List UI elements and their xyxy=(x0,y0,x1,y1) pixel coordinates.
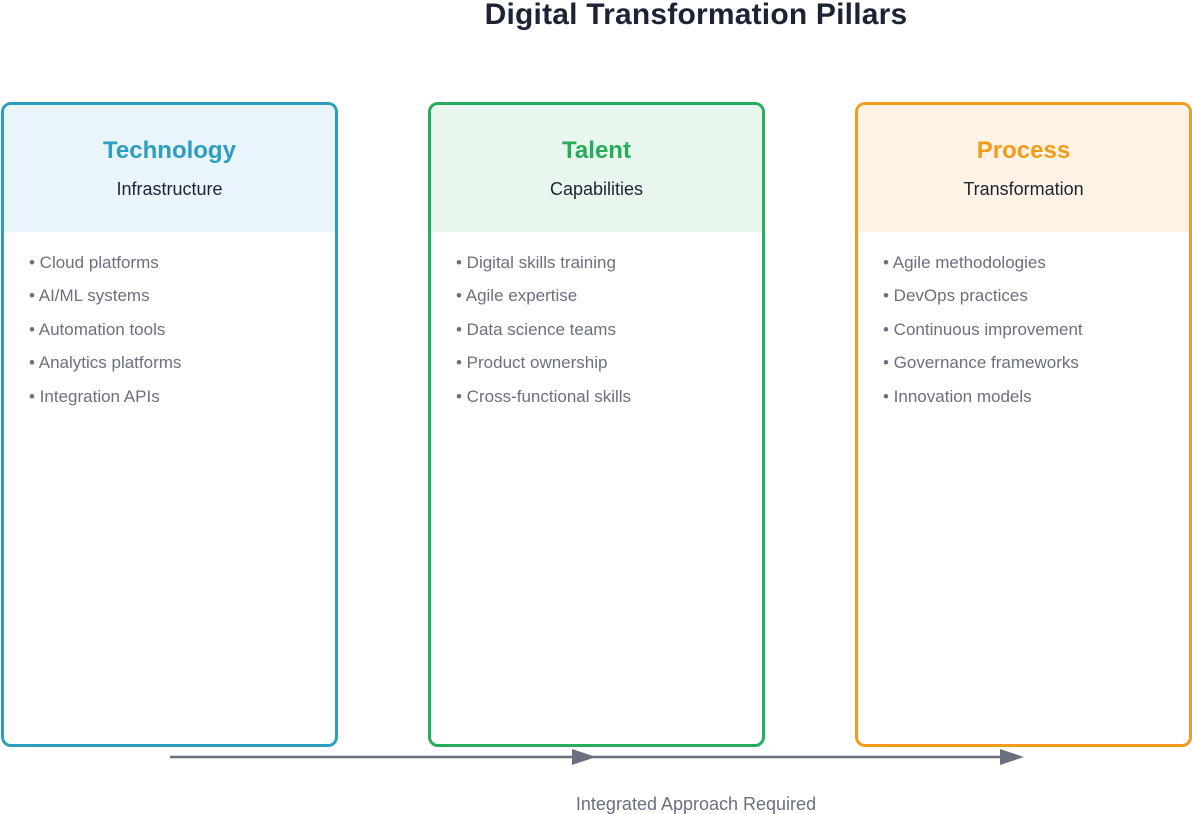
pillar-subtitle: Capabilities xyxy=(549,179,644,199)
list-item: • Governance frameworks xyxy=(883,353,1079,373)
list-item: • Automation tools xyxy=(29,319,166,339)
pillar-header: Process Transformation xyxy=(858,105,1189,232)
page-title: Digital Transformation Pillars xyxy=(484,0,908,31)
arrow-head-middle xyxy=(572,749,596,765)
list-item: • Cloud platforms xyxy=(29,253,159,272)
pillar-title: Process xyxy=(976,137,1071,164)
pillar-item-list: • Cloud platforms • AI/ML systems • Auto… xyxy=(4,232,335,420)
pillar-item-list: • Agile methodologies • DevOps practices… xyxy=(858,232,1189,420)
list-item: • Agile methodologies xyxy=(883,253,1046,272)
pillar-header: Talent Capabilities xyxy=(431,105,762,232)
list-item: • DevOps practices xyxy=(883,286,1028,306)
pillar-technology: Technology Infrastructure • Cloud platfo… xyxy=(1,102,338,747)
pillar-header: Technology Infrastructure xyxy=(4,105,335,232)
pillar-process: Process Transformation • Agile methodolo… xyxy=(855,102,1192,747)
footer-caption: Integrated Approach Required xyxy=(575,794,817,814)
arrow-head-end xyxy=(1000,749,1024,765)
pillar-title: Talent xyxy=(562,137,631,164)
list-item: • Continuous improvement xyxy=(883,319,1083,339)
pillar-subtitle: Infrastructure xyxy=(116,179,223,199)
list-item: • Product ownership xyxy=(456,353,608,373)
list-item: • Data science teams xyxy=(456,319,616,339)
list-item: • Agile expertise xyxy=(456,286,578,306)
list-item: • AI/ML systems xyxy=(29,286,150,306)
pillar-subtitle: Transformation xyxy=(963,179,1084,199)
list-item: • Digital skills training xyxy=(456,253,616,272)
pillar-talent: Talent Capabilities • Digital skills tra… xyxy=(428,102,765,747)
pillar-item-list: • Digital skills training • Agile expert… xyxy=(431,232,762,420)
list-item: • Analytics platforms xyxy=(29,353,182,373)
pillar-title: Technology xyxy=(103,137,236,164)
list-item: • Integration APIs xyxy=(29,386,160,406)
list-item: • Cross-functional skills xyxy=(456,386,632,406)
list-item: • Innovation models xyxy=(883,386,1032,406)
